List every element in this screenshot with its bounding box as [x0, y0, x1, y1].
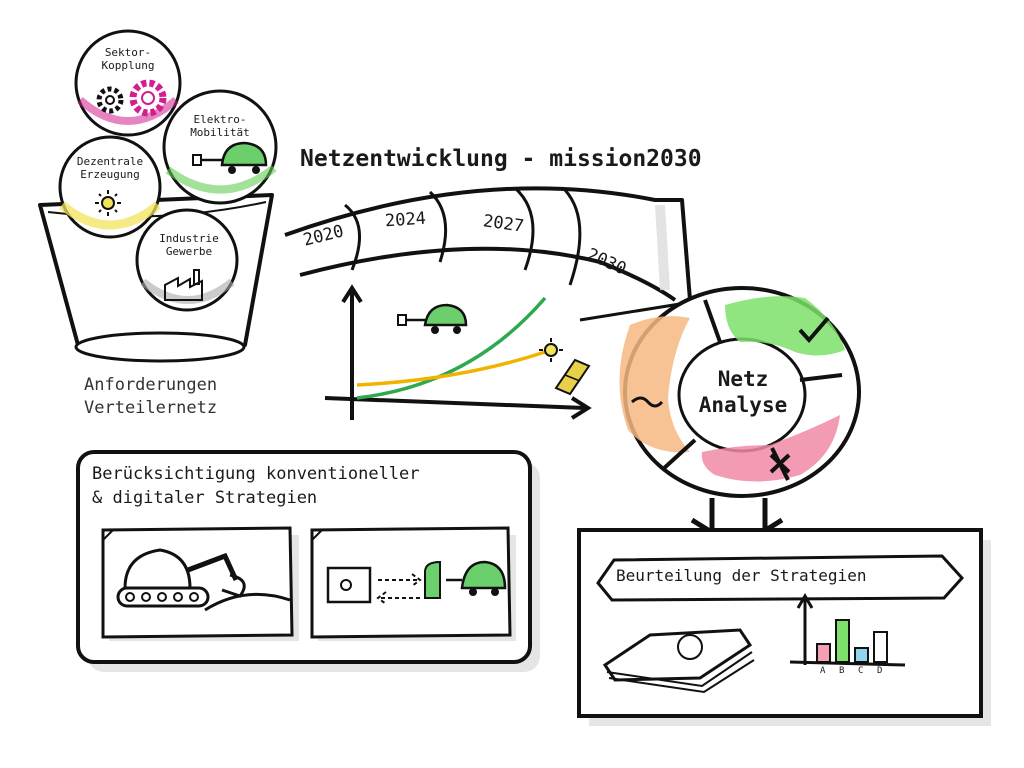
tilde-icon	[631, 396, 664, 408]
assessment-panel	[577, 528, 991, 726]
bar-a	[816, 643, 831, 663]
bubble-industrie-gewerbe	[135, 208, 239, 312]
excavator-icon	[116, 548, 291, 612]
timeline-arrow	[284, 186, 706, 322]
money-stack-icon	[602, 628, 755, 694]
solar-panel-icon	[554, 358, 591, 396]
sun-small-icon	[539, 338, 563, 362]
growth-chart	[324, 284, 592, 420]
electric-car-small-icon	[397, 303, 468, 334]
electric-car-icon	[192, 141, 268, 174]
bubble-elektro-mobilitaet	[162, 89, 278, 205]
bar-label-d: D	[877, 666, 883, 676]
net-analysis-ring	[619, 286, 861, 498]
bar-label-b: B	[839, 666, 845, 676]
strategies-title: Berücksichtigung konventioneller& digita…	[92, 464, 420, 508]
bubble-sektor-kopplung	[74, 29, 182, 137]
gear-icon	[96, 86, 124, 114]
assessment-banner: Beurteilung der Strategien	[616, 566, 867, 585]
factory-icon	[164, 269, 203, 301]
bubble-label-sektor-kopplung: Sektor-Kopplung	[101, 46, 155, 72]
bar-label-a: A	[820, 666, 826, 676]
bar-d	[873, 631, 888, 663]
smart-grid-icon	[326, 560, 441, 605]
bubble-dezentrale-erzeugung	[58, 135, 162, 239]
bar-label-c: C	[858, 666, 864, 676]
timeline-title: Netzentwicklung - mission2030	[300, 146, 702, 172]
bar-c	[854, 647, 869, 663]
sun-icon	[95, 190, 121, 216]
check-icon	[798, 316, 830, 344]
year-2024: 2024	[384, 208, 427, 232]
bar-chart-icon	[789, 593, 906, 667]
gear-magenta-icon	[129, 79, 167, 117]
electric-car-strategy-icon	[446, 560, 507, 596]
bar-b	[835, 619, 850, 663]
bubble-label-elektro-mobilitaet: Elektro-Mobilität	[190, 113, 250, 139]
cross-icon	[769, 453, 791, 474]
strategies-panel	[76, 450, 540, 672]
